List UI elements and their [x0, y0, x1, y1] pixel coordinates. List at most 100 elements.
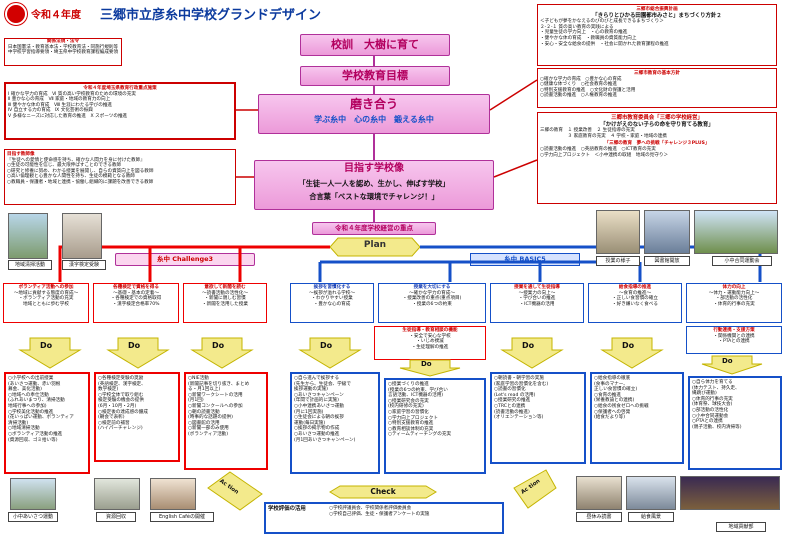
student-main-text: 「生徒一人一人を認め、生かし、伸ばす学校」 [298, 179, 450, 188]
do-line: ○各種検定受験の奨励 [98, 376, 144, 381]
do-line: ○ティームティーチングの充実 [388, 432, 452, 438]
header-line: ・授業改善の重点(重点項目) [402, 296, 462, 302]
do-line: (花いっぱい運動、ボランティア [8, 415, 74, 421]
header-title: 意欲して新聞を読む [204, 285, 246, 290]
header-line: ・正しい食習慣の確立 [612, 296, 658, 302]
header-title: ボランティア活動への参加 [18, 285, 74, 290]
city-plan-line: ２-２-１ 質の高い教育の実践による [540, 24, 614, 30]
do-line: ○あいさつ運動の推進 [294, 431, 340, 437]
do-line: ○NIE活動 [188, 376, 209, 381]
header-line: ～授業力の向上～ [518, 290, 556, 296]
photo-cleaning [8, 213, 48, 259]
caption-recycle: 資源回収 [96, 512, 136, 522]
student-sub-text: 合言葉「ベストな環境でチャレンジ！」 [309, 192, 439, 201]
city-board-title: 三郷市教育委員会「三郷の学校経営」 [611, 115, 703, 121]
caption-library: 図書館開放 [644, 256, 690, 266]
do-line: 検定受験の機会の提供 [98, 398, 144, 404]
action-support-box: 行動連携・支援方策 ・関係機関との連携 ・PTAとの連携 [686, 326, 782, 354]
do-line: ○給食の残食ゼロへの挑戦 [594, 403, 649, 409]
do-line: 運動(毎日実施) [294, 420, 326, 426]
sub-box-title: 生徒指導・教育相談の機能 [402, 328, 458, 333]
city-board-line: 三郷の教育 １ 授業改善 ２ 生徒指導の充実 [540, 128, 635, 134]
do-line: ○新聞コンクールへの参加 [188, 403, 243, 409]
do-line: (オリエンテーション等) [494, 415, 544, 421]
do-line: (年間で計画的に実施) [294, 398, 339, 404]
header-era: 令和４年度 [31, 10, 81, 21]
city-edu-line: ○読書活動の推進 ○人権教育の推進 [540, 93, 617, 99]
do-line: (朝会で表彰) [98, 415, 125, 421]
sub-guidance-box: 生徒指導・教育相談の機能 ・安全で安心な学校 ・いじめ撲滅 ・生徒理解の推進 [374, 326, 486, 360]
caption-class: 授業の様子 [596, 256, 640, 266]
do-line: (食事のマナー、 [594, 381, 628, 387]
check-line: ○学校自己評価、生徒・保護者アンケートの実施 [329, 511, 430, 517]
city-board-line: 「三郷の教育 夢への挑戦「チャレンジ３PLUS」 [604, 141, 710, 147]
city-edu-line: ○健康な体づくり ○社会教育の推進 [540, 82, 617, 88]
header-title: 授業を通して生徒指導 [514, 285, 560, 290]
header-line: 地域とともに歩む学校 [23, 301, 69, 307]
caption-sports: 小中合同運動会 [712, 256, 772, 266]
goal-sub-text: 学ぶ糸中 心の糸中 鍛える糸中 [314, 115, 434, 124]
mission-title: 令和４年度埼玉県教育行政重点施策 [83, 86, 157, 91]
do-lane-lunch: ○給食指導の徹底 (食事のマナー、 正しい食習慣の確立) ○食育の推進 (栄養教… [590, 372, 684, 464]
do-line: ○学校全体で取り組む [98, 392, 144, 398]
do-line: (月1回あいさつキャンペーン) [294, 437, 356, 443]
header-line: ～地域に貢献する態度の育成～ [13, 290, 79, 296]
do-line: (英語検定、漢字検定、 [98, 381, 146, 387]
header-line: ～基礎・基本の定着～ [113, 290, 159, 296]
check-box: 学校評価の活用 ○学校評議員会、学校関係者評価委員会 ○学校自己評価、生徒・保護… [264, 502, 504, 534]
check-title: 学校評価の活用 [268, 506, 306, 512]
do-line: ○授業研究の推進 [494, 398, 531, 404]
challenge-label-text: 糸中 Challenge3 [156, 255, 214, 263]
do-lane-volunteer: ○小学校への出前授業 (あいさつ運動、赤い羽根 募金、美化活動) ○地域への奉仕… [4, 372, 90, 474]
focus-text: 令和４年度学校経営の重点 [335, 224, 413, 232]
photo-community [680, 476, 780, 510]
header-greeting: 挨拶を習慣化する ～挨拶が溢れる学校～ ・わかりやすい授業 ・豊かな心の育成 [290, 283, 374, 323]
plan-arrow [330, 237, 420, 257]
laws-line-2: 中学校学習指導要領・埼玉県中学校教育課程編成要領 [7, 50, 119, 56]
teacher-box: 目指す教師像 『生徒への愛情と使命感を持ち、確かな人間力を身に付けた教師』 ○生… [4, 149, 236, 205]
header-line: ～確かな学力の育成～ [409, 290, 455, 296]
do-lane-guidance: ○朝読書・朝学習の実施 (家庭学習の習慣化を含む) ○読書の習慣化 (Let's… [490, 372, 586, 464]
photo-recycle [94, 478, 140, 510]
header-line: ～読書活動の活性化～ [202, 290, 248, 296]
do-label-3: Do [212, 341, 225, 350]
laws-box: 関係法規・法令 日本国憲法・教育基本法・学校教育法・同施行規則等 中学校学習指導… [4, 38, 122, 66]
city-edu-line: ○確かな学力の育成 ○豊かな心の育成 [540, 76, 622, 82]
header-title: 体力の向上 [722, 285, 746, 290]
photo-class [596, 210, 640, 254]
do-line: (月に1回実施) [294, 409, 324, 415]
teacher-line: ○高い倫理観と心豊かな人間性を持ち、生徒の模範となる教師 [7, 174, 135, 180]
do-line: ○挨拶の掲示物の作成 [294, 426, 340, 432]
caption-cleaning: 地域清掃活動 [8, 260, 52, 270]
do-line: ○教育相談体制の充実 [388, 426, 434, 432]
header-volunteer: ボランティア活動への参加 ～地域に貢献する態度の育成～ ・ボランティア活動の充実… [3, 283, 89, 323]
city-plan-line: ・児童生徒の学力向上 ・心の教育の推進 [540, 30, 628, 36]
header-line: ・体育的行事の充実 [713, 301, 755, 307]
header-line: ・新聞を活用した授業 [202, 301, 248, 307]
do-line: (ハイパーチャレンジ) [98, 426, 143, 432]
city-board-line: ○読書活動の推進 ○英語教育の推進 ○ICT教育の充実 [540, 146, 656, 152]
do-lane-lessons: ○授業づくりの推進 (授業の6つの約束、学び合い 言語活動、ICT機器の活用) … [384, 378, 486, 474]
header-line: ・新聞に親しむ習慣 [204, 296, 246, 302]
city-plan-subtitle: 「きらりとひかる田園都市みさと」まちづくり方針２ [592, 12, 722, 19]
do-line: (親子活動、校内清掃等) [692, 424, 742, 430]
page-title: 三郷市立彦糸中学校グランドデザイン [100, 8, 322, 23]
city-plan-line: ＜子どもが夢をかなえるのびのびと成長できるまちづくり＞ [540, 19, 664, 25]
do-line: 清掃活動) [8, 420, 29, 426]
do-line: 正しい食習慣の確立) [594, 387, 638, 393]
do-line: 縄跳び運動) [692, 391, 717, 397]
do-label-2: Do [128, 341, 141, 350]
teacher-title: 目指す教師像 [7, 152, 35, 157]
goal-main-text: 磨き合う [349, 97, 398, 111]
caption-english: English Caféの開催 [150, 512, 214, 522]
city-edu-box: 三郷市教育の基本方針 ○確かな学力の育成 ○豊かな心の育成 ○健康な体づくり ○… [537, 68, 777, 108]
do-line: ○小中合同運動会 [692, 413, 729, 419]
do-lane-fitness: ○自ら体力を育てる (体力テスト、持久走、 縄跳び運動) ○体育的行事の充実 (… [688, 376, 782, 470]
header-certification: 各種検定で資格を得る ～基礎・基本の定着～ ・各種検定での資格取得 ・漢字検定合… [93, 283, 179, 323]
do-line: ○PTAとの連携 [692, 419, 723, 425]
do-line: (時事的な話題の提供) [188, 415, 233, 421]
header-lessons: 授業を大切にする ～確かな学力の育成～ ・授業改善の重点(重点項目) ・授業の6… [378, 283, 486, 323]
do-line: ○自ら進んで挨拶する [294, 376, 340, 381]
do-line: 数学検定) [98, 387, 119, 393]
